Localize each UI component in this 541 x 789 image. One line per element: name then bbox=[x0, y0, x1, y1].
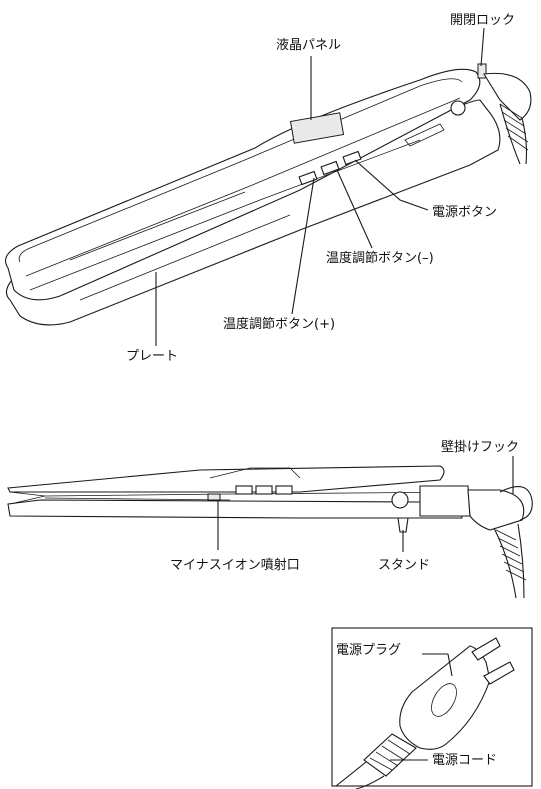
stand bbox=[397, 517, 409, 533]
plug-body bbox=[399, 645, 491, 750]
top-view-iron bbox=[5, 63, 532, 326]
wall-hook bbox=[499, 486, 533, 521]
cord-strain-relief bbox=[363, 733, 417, 777]
lcd-panel bbox=[289, 112, 345, 144]
plate-label: プレート bbox=[126, 349, 178, 364]
ion-outlet bbox=[207, 493, 221, 501]
temp-plus-label: 温度調節ボタン(+) bbox=[223, 316, 335, 332]
ion-outlet-label: マイナスイオン噴射口 bbox=[170, 557, 300, 573]
plug-view bbox=[331, 627, 533, 789]
cord-label: 電源コード bbox=[432, 753, 497, 768]
side-cord-coil bbox=[493, 523, 527, 599]
temp-plus-button[interactable] bbox=[298, 170, 318, 186]
plug-label: 電源プラグ bbox=[336, 643, 401, 658]
lock-label: 開閉ロック bbox=[450, 13, 515, 28]
side-power-button[interactable] bbox=[275, 485, 293, 495]
side-temp-plus-button[interactable] bbox=[235, 485, 253, 495]
plug-leaders bbox=[390, 653, 453, 761]
plug-frame bbox=[331, 627, 533, 787]
side-view-leaders bbox=[217, 456, 514, 552]
power-button[interactable] bbox=[342, 150, 362, 166]
plug-prong-2 bbox=[483, 661, 515, 685]
hook-label: 壁掛けフック bbox=[441, 440, 519, 455]
side-view-iron bbox=[7, 465, 533, 599]
lock-switch[interactable] bbox=[477, 63, 487, 79]
lcd-panel-label: 液晶パネル bbox=[276, 38, 341, 53]
stand-label: スタンド bbox=[378, 558, 430, 573]
top-view-leaders bbox=[155, 27, 485, 346]
plug-prong-1 bbox=[471, 637, 501, 661]
temp-minus-button[interactable] bbox=[320, 160, 340, 176]
temp-minus-label: 温度調節ボタン(–) bbox=[326, 250, 434, 266]
side-temp-minus-button[interactable] bbox=[255, 485, 273, 495]
power-button-label: 電源ボタン bbox=[432, 205, 497, 220]
top-cord-coil bbox=[499, 103, 529, 165]
power-cord bbox=[335, 761, 367, 787]
